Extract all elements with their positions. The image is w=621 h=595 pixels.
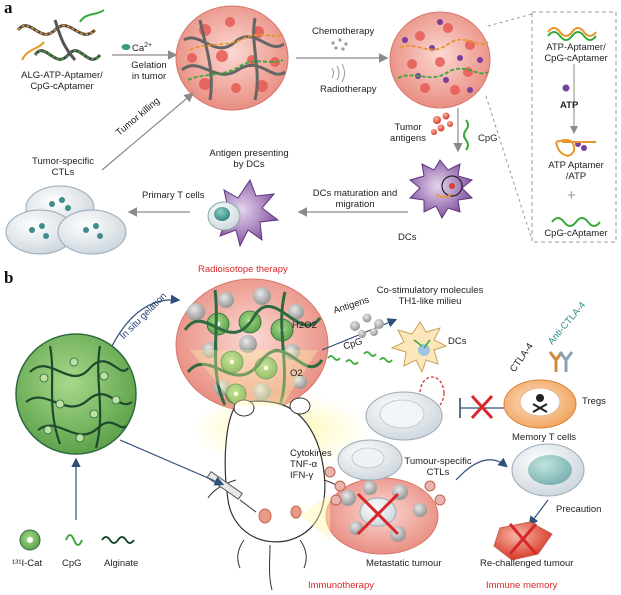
primary-t-cells-label: Primary T cells bbox=[142, 190, 205, 201]
cpg-strand-icon bbox=[463, 119, 469, 151]
legend-connector-bottom bbox=[485, 95, 533, 241]
panel-a-letter: a bbox=[4, 0, 13, 17]
treg-cell-icon bbox=[503, 379, 577, 429]
antigen-dots-b-icon bbox=[350, 313, 384, 338]
legend-alginate-label: Alginate bbox=[104, 558, 139, 569]
alginate-legend-icon bbox=[101, 536, 135, 544]
blocked-cross-icon bbox=[470, 394, 494, 420]
rechallenged-tumour-icon bbox=[493, 521, 553, 561]
tumor-specific-ctls-label: Tumor-specific CTLs bbox=[32, 156, 94, 178]
antigen-presenting-label: Antigen presenting by DCs bbox=[209, 148, 289, 170]
memory-arrow bbox=[455, 457, 508, 481]
tumor-antigen-dots-icon bbox=[431, 112, 453, 135]
precaution-label: Precaution bbox=[556, 504, 602, 515]
cytokines-label: Cytokines TNF-α IFN-γ bbox=[290, 448, 332, 481]
radiotherapy-label: Radiotherapy bbox=[320, 84, 377, 95]
calcium-text: Ca bbox=[132, 43, 145, 55]
legend-cpg-label: CpG-cAptamer bbox=[544, 228, 608, 239]
memory-t-cells-label: Memory T cells bbox=[512, 432, 577, 443]
calcium-ion-icon bbox=[121, 44, 131, 50]
anti-ctla4-antibody-icon bbox=[548, 351, 574, 372]
tumor-killing-arrow bbox=[101, 92, 194, 171]
legend-iodine-cat-label: ¹³¹I-Cat bbox=[12, 558, 43, 569]
dc-maturation-label: DCs maturation and migration bbox=[312, 188, 398, 210]
atp-molecule-icon bbox=[562, 84, 570, 92]
alg-aptamer-strands-icon bbox=[16, 9, 105, 61]
gel-tumor-icon bbox=[175, 5, 289, 111]
gelation-label: Gelation in tumor bbox=[131, 60, 167, 82]
metastatic-tumour-icon bbox=[325, 477, 439, 555]
in-situ-gelation-arrow bbox=[111, 294, 181, 347]
costimulatory-label: Co-stimulatory molecules TH1-like milieu bbox=[376, 285, 484, 307]
tumor-antigens-label: Tumor antigens bbox=[390, 122, 426, 144]
legend-plus-label: + bbox=[567, 187, 576, 204]
precaution-arrow bbox=[528, 499, 549, 526]
metastasis-zoom-cone bbox=[300, 494, 330, 540]
chemo-drug-dots-icon bbox=[331, 38, 348, 51]
legend-complex-label: ATP Aptamer /ATP bbox=[548, 160, 604, 182]
h2o2-label: H2O2 bbox=[292, 320, 317, 331]
legend-atp-label: ATP bbox=[560, 100, 579, 111]
tregs-label: Tregs bbox=[582, 396, 606, 407]
ctl-cluster-icon bbox=[5, 185, 127, 255]
aptamer-legend-box bbox=[531, 11, 617, 243]
cpg-b-icon bbox=[327, 351, 393, 365]
injection-arrow bbox=[119, 439, 225, 486]
cpg-captamer-icon bbox=[551, 217, 601, 227]
chemotherapy-label: Chemotherapy bbox=[312, 26, 375, 37]
immune-memory-label: Immune memory bbox=[486, 580, 558, 591]
panel-b-letter: b bbox=[4, 268, 14, 287]
antigen-presenting-dc-icon bbox=[207, 178, 280, 248]
legend-cpg-label-b: CpG bbox=[62, 558, 82, 569]
alginate-gel-sphere-icon bbox=[15, 333, 137, 455]
rechallenged-tumour-label: Re-challenged tumour bbox=[480, 558, 574, 569]
o2-label: O2 bbox=[290, 368, 303, 379]
t-cell-b-icon bbox=[365, 391, 443, 441]
tumour-specific-ctls-label: Tumour-specific CTLs bbox=[404, 456, 472, 478]
metastatic-tumour-label: Metastatic tumour bbox=[366, 558, 442, 569]
cpg-label-a: CpG bbox=[478, 133, 498, 144]
alg-aptamer-label: ALG-ATP-Aptamer/ CpG-cAptamer bbox=[21, 70, 103, 92]
dcs-label-a: DCs bbox=[398, 232, 417, 243]
aptamer-atp-complex-icon bbox=[555, 139, 596, 158]
aptamer-duplex-icon bbox=[547, 27, 597, 41]
calcium-charge: 2+ bbox=[144, 42, 153, 49]
cpg-legend-icon bbox=[65, 534, 83, 546]
tumor-zoom-cone bbox=[190, 350, 318, 406]
immunotherapy-label: Immunotherapy bbox=[308, 580, 375, 591]
dendritic-cell-icon bbox=[408, 159, 474, 220]
mouse-icon bbox=[207, 397, 351, 591]
calcium-label: Ca2+ bbox=[132, 40, 152, 54]
radiation-waves-icon bbox=[331, 63, 345, 83]
treated-tumor-icon bbox=[389, 11, 491, 109]
ctl-cell-b-nucleus bbox=[351, 447, 385, 469]
cytokine-cells-icon bbox=[324, 466, 446, 506]
legend-connector-top bbox=[487, 13, 533, 27]
dcs-label-b: DCs bbox=[448, 336, 467, 347]
memory-t-nucleus bbox=[528, 455, 572, 485]
dendritic-cell-b-icon bbox=[390, 321, 448, 374]
radioisotope-therapy-label: Radioisotope therapy bbox=[198, 264, 288, 275]
legend-aptamer-label: ATP-Aptamer/ CpG-cAptamer bbox=[544, 42, 608, 64]
radioisotope-tumor-icon bbox=[175, 278, 329, 412]
iodine-cat-legend-icon bbox=[19, 529, 41, 551]
